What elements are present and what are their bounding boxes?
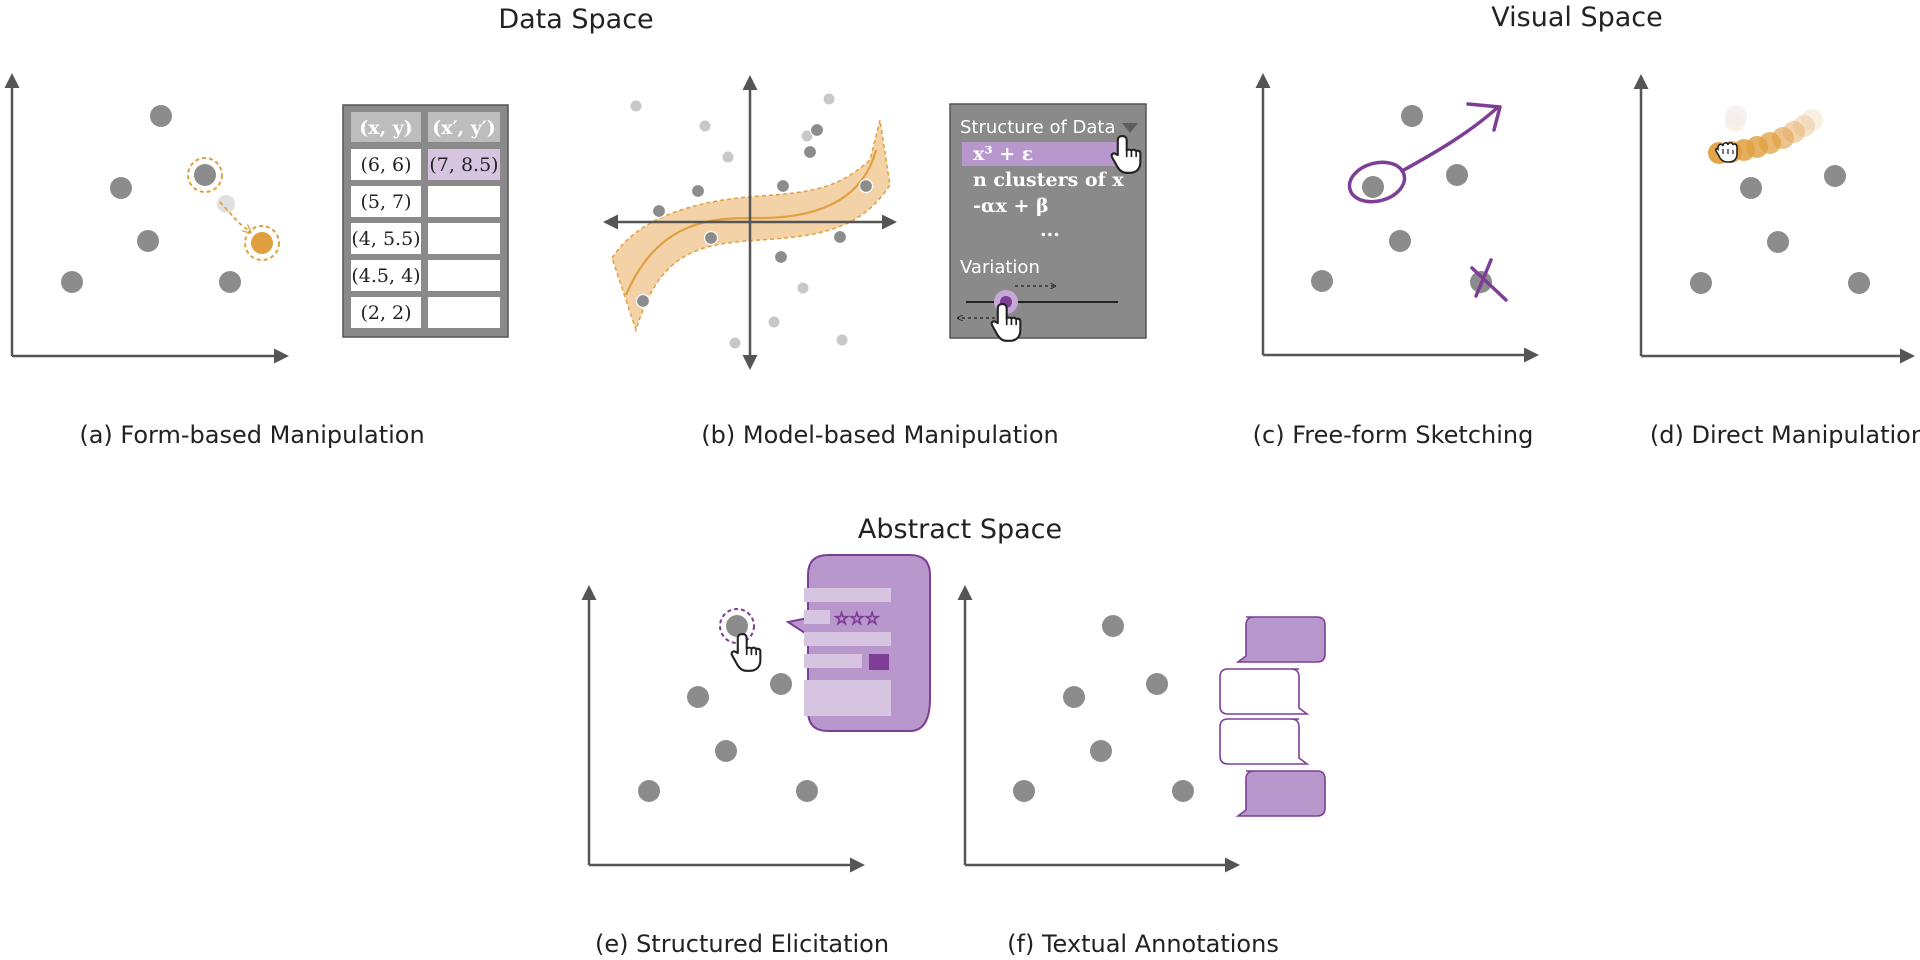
structure-option-selected[interactable] xyxy=(962,142,1120,166)
data-point[interactable] xyxy=(1767,231,1789,253)
data-point[interactable] xyxy=(150,105,172,127)
section-title-data-space: Data Space xyxy=(498,4,653,35)
speech-bubble-icon[interactable] xyxy=(1235,616,1326,663)
section-title-visual-space: Visual Space xyxy=(1491,2,1662,33)
table-input-cell[interactable] xyxy=(428,149,500,180)
table-header-xy-new: (x′, y′) xyxy=(432,117,496,139)
panel-e-structured-elicitation: ☆☆☆ (e) Structured Elicitation xyxy=(581,554,931,958)
table-input-cell[interactable] xyxy=(428,223,500,254)
panel-a-form-based: (x, y) (x′, y′) (6, 6) (7, 8.5) (5, 7) (… xyxy=(4,73,509,449)
sketch-arrow xyxy=(1400,106,1499,173)
panel-b-model-based: Structure of Data x³ + ε n clusters of x… xyxy=(603,75,1147,449)
model-curve[interactable] xyxy=(624,149,878,296)
data-point-selected[interactable] xyxy=(726,615,748,637)
table-input-cell[interactable] xyxy=(428,297,500,328)
data-point[interactable] xyxy=(1446,164,1468,186)
caption-d: (d) Direct Manipulation xyxy=(1650,421,1920,449)
speech-bubble-icon[interactable] xyxy=(1219,718,1310,765)
table-input-cell[interactable] xyxy=(428,260,500,291)
speech-bubble-icon[interactable] xyxy=(1219,668,1310,715)
data-point[interactable] xyxy=(1172,780,1194,802)
outlier-points xyxy=(630,93,848,349)
caption-c: (c) Free-form Sketching xyxy=(1253,421,1534,449)
data-point[interactable] xyxy=(1013,780,1035,802)
selected-point-ring xyxy=(719,608,755,644)
data-point[interactable] xyxy=(796,780,818,802)
table-input-cell[interactable] xyxy=(428,186,500,217)
data-point[interactable] xyxy=(1690,272,1712,294)
table-cell: (2, 2) xyxy=(360,302,411,324)
drag-ghost xyxy=(217,195,235,213)
new-position-ring xyxy=(244,225,280,261)
data-point[interactable] xyxy=(1146,673,1168,695)
sketch-arrowhead xyxy=(1466,102,1502,132)
data-point[interactable] xyxy=(1824,165,1846,187)
data-point[interactable] xyxy=(1090,740,1112,762)
panel-c-free-form-sketching: (c) Free-form Sketching xyxy=(1253,73,1539,449)
value-table: (x, y) (x′, y′) (6, 6) (7, 8.5) (5, 7) (… xyxy=(342,104,509,338)
structure-option[interactable]: n clusters of x xyxy=(973,169,1124,191)
speech-bubble-icon[interactable] xyxy=(1235,770,1326,817)
move-path xyxy=(219,201,250,232)
structure-option[interactable]: x³ + ε xyxy=(973,143,1033,165)
caption-a: (a) Form-based Manipulation xyxy=(79,421,424,449)
table-cell: (4.5, 4) xyxy=(351,265,420,287)
table-cell-edited: (7, 8.5) xyxy=(429,154,498,176)
data-point[interactable] xyxy=(1401,105,1423,127)
table-cell: (4, 5.5) xyxy=(351,228,420,250)
caption-f: (f) Textual Annotations xyxy=(1007,930,1279,958)
table-header-cell xyxy=(351,112,421,142)
data-point[interactable] xyxy=(137,230,159,252)
elicitation-form-bubble: ☆☆☆ xyxy=(785,554,931,732)
panel-f-textual-annotations: (f) Textual Annotations xyxy=(957,585,1326,958)
data-point[interactable] xyxy=(1311,270,1333,292)
star-rating-icon[interactable]: ☆☆☆ xyxy=(833,608,880,629)
data-point[interactable] xyxy=(770,673,792,695)
table-header-cell xyxy=(428,112,500,142)
structure-option[interactable]: -αx + β xyxy=(973,195,1049,217)
data-point-new[interactable] xyxy=(251,232,273,254)
table-cell: (6, 6) xyxy=(360,154,411,176)
chevron-down-icon[interactable] xyxy=(1122,123,1138,133)
original-position-ring xyxy=(187,157,223,193)
model-structure-panel: Structure of Data x³ + ε n clusters of x… xyxy=(949,103,1147,342)
table-header-xy: (x, y) xyxy=(359,117,413,139)
sketch-circle xyxy=(1347,160,1407,204)
fit-points xyxy=(635,122,874,309)
caption-b: (b) Model-based Manipulation xyxy=(701,421,1058,449)
data-point[interactable] xyxy=(61,271,83,293)
data-point[interactable] xyxy=(1102,615,1124,637)
table-cell: (5, 7) xyxy=(360,191,411,213)
data-point[interactable] xyxy=(219,271,241,293)
structure-option: ... xyxy=(1040,219,1060,241)
free-text-area[interactable] xyxy=(804,680,891,716)
thumbs-down-icon[interactable] xyxy=(869,654,889,670)
section-title-abstract-space: Abstract Space xyxy=(858,514,1062,545)
data-point[interactable] xyxy=(1063,686,1085,708)
grab-hand-icon xyxy=(1714,141,1738,163)
data-point[interactable] xyxy=(638,780,660,802)
data-point[interactable] xyxy=(110,177,132,199)
sketch-cross xyxy=(1470,258,1508,302)
hand-pointer-icon xyxy=(730,633,762,672)
structure-title: Structure of Data xyxy=(960,117,1116,138)
variation-label: Variation xyxy=(960,257,1040,278)
data-point[interactable] xyxy=(715,740,737,762)
panel-d-direct-manipulation: (d) Direct Manipulation xyxy=(1633,74,1920,449)
data-point[interactable] xyxy=(1740,177,1762,199)
caption-e: (e) Structured Elicitation xyxy=(595,930,889,958)
data-point-selected[interactable] xyxy=(194,164,216,186)
data-point[interactable] xyxy=(1389,230,1411,252)
data-point[interactable] xyxy=(687,686,709,708)
data-point[interactable] xyxy=(1848,272,1870,294)
data-point[interactable] xyxy=(1362,176,1384,198)
